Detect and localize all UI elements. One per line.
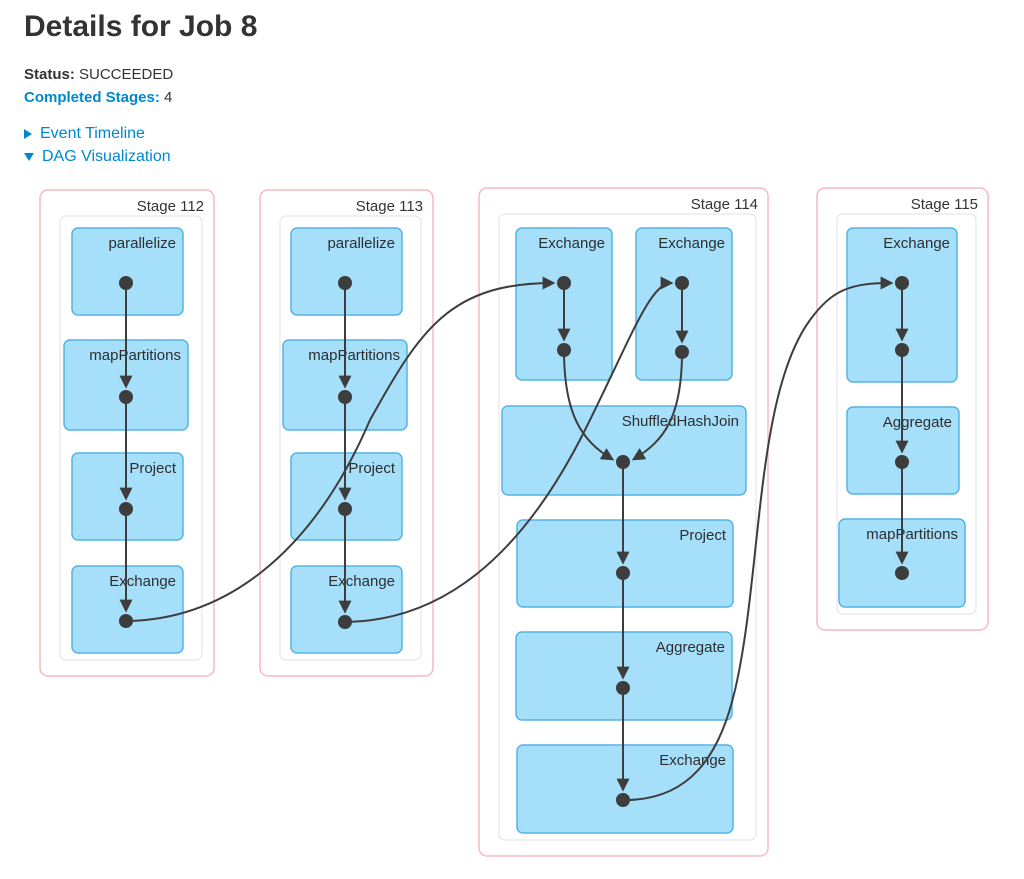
- dag-node-label: parallelize: [108, 235, 176, 252]
- event-timeline-toggle[interactable]: Event Timeline: [24, 125, 145, 143]
- dag-dot: [119, 614, 133, 628]
- dag-node-label: Project: [129, 460, 177, 477]
- dag-node-label: Exchange: [883, 235, 950, 252]
- dag-node: Exchange: [71, 565, 184, 654]
- completed-stages-line: Completed Stages: 4: [24, 89, 172, 106]
- dag-dot: [119, 276, 133, 290]
- dag-dot: [616, 681, 630, 695]
- stage-label[interactable]: Stage 113: [356, 198, 423, 215]
- dag-node-label: parallelize: [327, 235, 395, 252]
- dag-node: parallelize: [71, 227, 184, 316]
- dag-dot: [675, 276, 689, 290]
- dag-node: Exchange: [516, 744, 734, 834]
- completed-stages-value: 4: [164, 89, 173, 106]
- dag-node-box: [71, 227, 184, 316]
- dag-node: ShuffledHashJoin: [501, 405, 747, 496]
- dag-dot: [338, 502, 352, 516]
- caret-down-icon: [24, 153, 34, 161]
- inner-cluster-box: [498, 213, 757, 841]
- dag-edge: [622, 276, 894, 802]
- dag-dot: [895, 276, 909, 290]
- page-title: Details for Job 8: [24, 10, 258, 43]
- dag-dot: [616, 455, 630, 469]
- dag-dot: [557, 343, 571, 357]
- dag-dot: [675, 345, 689, 359]
- dag-dot: [119, 390, 133, 404]
- dag-dot: [557, 276, 571, 290]
- dag-node-label: Project: [348, 460, 396, 477]
- dag-edge: [125, 276, 556, 622]
- dag-dot: [895, 566, 909, 580]
- dag-dot: [616, 566, 630, 580]
- completed-stages-label: Completed Stages:: [24, 89, 160, 106]
- dag-visualization-label: DAG Visualization: [42, 148, 171, 165]
- stage-label[interactable]: Stage 115: [911, 196, 978, 213]
- dag-node-label: Exchange: [658, 235, 725, 252]
- inner-cluster-box: [836, 213, 977, 615]
- inner-cluster-box: [279, 215, 422, 661]
- dag-node: Exchange: [635, 227, 733, 381]
- dag-edge: [563, 349, 615, 461]
- status-value: SUCCEEDED: [79, 66, 174, 83]
- status-label: Status:: [24, 66, 75, 83]
- dag-node-label: mapPartitions: [308, 347, 400, 364]
- dag-edge: [344, 276, 674, 623]
- dag-dot: [895, 343, 909, 357]
- caret-right-icon: [24, 129, 32, 139]
- dag-node-label: Project: [679, 527, 727, 544]
- dag-node-label: mapPartitions: [89, 347, 181, 364]
- dag-node-label: mapPartitions: [866, 526, 958, 543]
- dag-node-label: ShuffledHashJoin: [622, 413, 739, 430]
- dag-edge: [631, 351, 683, 461]
- inner-cluster-box: [59, 215, 203, 661]
- event-timeline-label: Event Timeline: [40, 125, 145, 142]
- dag-node-label: Exchange: [109, 573, 176, 590]
- dag-node-label: Aggregate: [883, 414, 952, 431]
- dag-dot: [119, 502, 133, 516]
- dag-dot: [338, 276, 352, 290]
- dag-dot: [616, 793, 630, 807]
- dag-node: parallelize: [290, 227, 403, 316]
- dag-node-box: [635, 227, 733, 381]
- dag-dot: [338, 615, 352, 629]
- dag-node: Exchange: [290, 565, 403, 654]
- dag-node-box: [290, 227, 403, 316]
- dag-node-label: Aggregate: [656, 639, 725, 656]
- stage-label[interactable]: Stage 112: [137, 198, 204, 215]
- job-status-line: Status: SUCCEEDED: [24, 66, 173, 83]
- dag-node: Project: [516, 519, 734, 608]
- dag-node-label: Exchange: [328, 573, 395, 590]
- dag-dot: [338, 390, 352, 404]
- stage-label[interactable]: Stage 114: [691, 196, 758, 213]
- dag-node-label: Exchange: [538, 235, 605, 252]
- dag-dot: [895, 455, 909, 469]
- dag-visualization-toggle[interactable]: DAG Visualization: [24, 148, 171, 166]
- dag-node: Project: [71, 452, 184, 541]
- dag-node-label: Exchange: [659, 752, 726, 769]
